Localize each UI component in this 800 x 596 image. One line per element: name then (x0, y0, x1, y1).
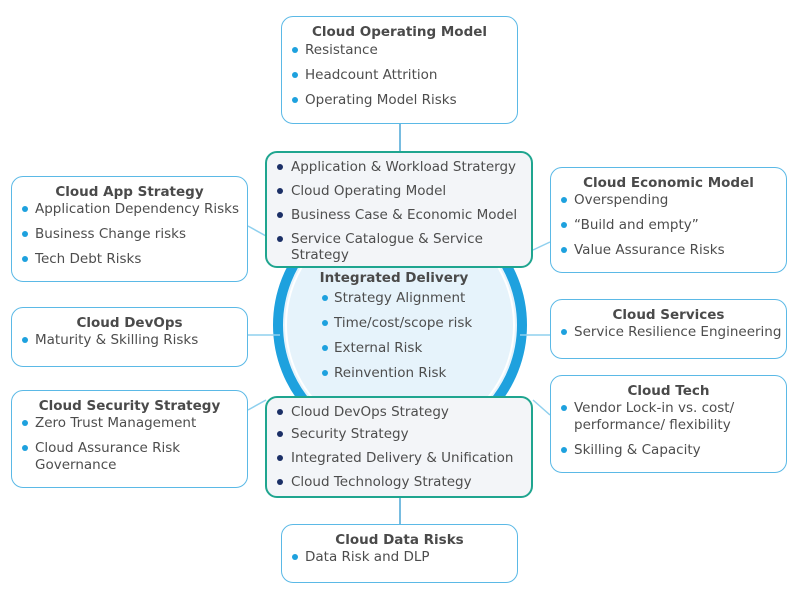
box-cloud-app-strategy: Cloud App Strategy Application Dependenc… (11, 176, 248, 282)
box-cloud-devops: Cloud DevOps Maturity & Skilling Risks (11, 307, 248, 367)
box-cloud-security-strategy: Cloud Security Strategy Zero Trust Manag… (11, 390, 248, 488)
list-item: Operating Model Risks (290, 92, 517, 109)
list-item: Business Case & Economic Model (275, 207, 525, 224)
list-item: Cloud Operating Model (275, 183, 525, 200)
list-item: Vendor Lock-in vs. cost/ performance/ fl… (559, 400, 754, 434)
list-item: Security Strategy (275, 426, 525, 443)
box-cloud-operating-model: Cloud Operating Model Resistance Headcou… (281, 16, 518, 124)
list-item: Data Risk and DLP (290, 549, 517, 566)
box-title: Cloud Operating Model (311, 24, 488, 40)
list-item: Business Change risks (20, 226, 247, 243)
list-item: Time/cost/scope risk (320, 315, 500, 332)
integrated-delivery: Integrated Delivery Strategy Alignment T… (300, 270, 500, 390)
box-title: Cloud Tech (627, 383, 710, 399)
list-item: External Risk (320, 340, 500, 357)
box-title: Cloud Data Risks (335, 532, 464, 548)
box-title: Cloud Security Strategy (38, 398, 221, 414)
list-item: Application & Workload Stratergy (275, 159, 525, 176)
box-title: Cloud DevOps (76, 315, 183, 331)
connector-economic (532, 241, 551, 251)
box-cloud-tech: Cloud Tech Vendor Lock-in vs. cost/ perf… (550, 375, 787, 473)
integrated-delivery-title: Integrated Delivery (319, 270, 469, 286)
list-item: Value Assurance Risks (559, 242, 786, 259)
box-cloud-services: Cloud Services Service Resilience Engine… (550, 299, 787, 359)
list-item: Skilling & Capacity (559, 442, 786, 459)
connector-security (247, 399, 267, 411)
list-item: Service Catalogue & Service Strategy (275, 231, 525, 263)
list-item: Tech Debt Risks (20, 251, 247, 268)
list-item: Overspending (559, 192, 786, 209)
list-item: Application Dependency Risks (20, 201, 247, 218)
box-cloud-data-risks: Cloud Data Risks Data Risk and DLP (281, 524, 518, 583)
connector-tech (532, 399, 551, 416)
list-item: Cloud DevOps Strategy (275, 404, 525, 421)
list-item: Cloud Assurance Risk Governance (20, 440, 195, 474)
list-item: Cloud Technology Strategy (275, 474, 525, 491)
list-item: “Build and empty” (559, 217, 786, 234)
core-strategy-top: Application & Workload Stratergy Cloud O… (265, 151, 533, 268)
box-cloud-economic-model: Cloud Economic Model Overspending “Build… (550, 167, 787, 273)
list-item: Resistance (290, 42, 517, 59)
list-item: Maturity & Skilling Risks (20, 332, 247, 349)
core-strategy-bottom: Cloud DevOps Strategy Security Strategy … (265, 396, 533, 498)
list-item: Strategy Alignment (320, 290, 500, 307)
box-title: Cloud Services (612, 307, 725, 323)
box-title: Cloud App Strategy (55, 184, 204, 200)
box-title: Cloud Economic Model (583, 175, 754, 191)
list-item: Reinvention Risk (320, 365, 500, 382)
list-item: Zero Trust Management (20, 415, 247, 432)
list-item: Integrated Delivery & Unification (275, 450, 525, 467)
list-item: Headcount Attrition (290, 67, 517, 84)
connector-app-strategy (247, 225, 267, 237)
list-item: Service Resilience Engineering (559, 324, 786, 341)
